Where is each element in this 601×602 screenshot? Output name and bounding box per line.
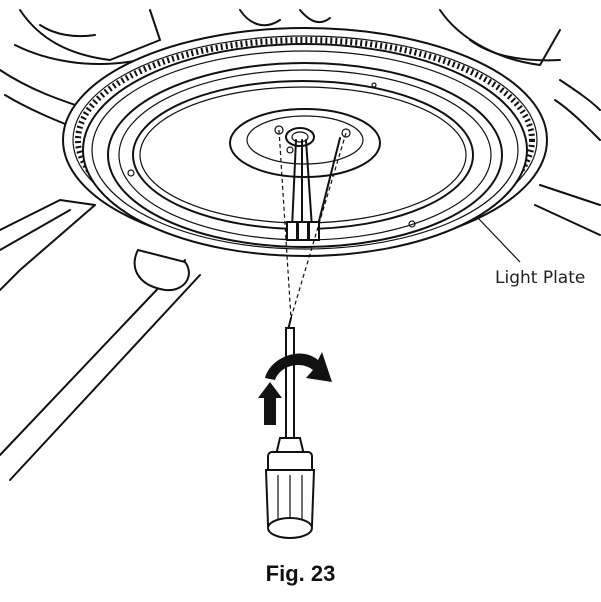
fan-blades-bottom <box>0 184 601 481</box>
clockwise-arrow-icon <box>265 352 332 382</box>
figure-caption: Fig. 23 <box>265 561 336 586</box>
up-arrow-icon <box>258 382 282 425</box>
screwdriver <box>264 317 316 539</box>
wires <box>286 137 341 241</box>
center-hub <box>229 108 381 178</box>
light-plate-leader-line <box>477 217 521 263</box>
fan-blades-top <box>0 9 601 141</box>
light-plate-label: Light Plate <box>495 268 586 288</box>
alignment-lines <box>278 129 347 319</box>
